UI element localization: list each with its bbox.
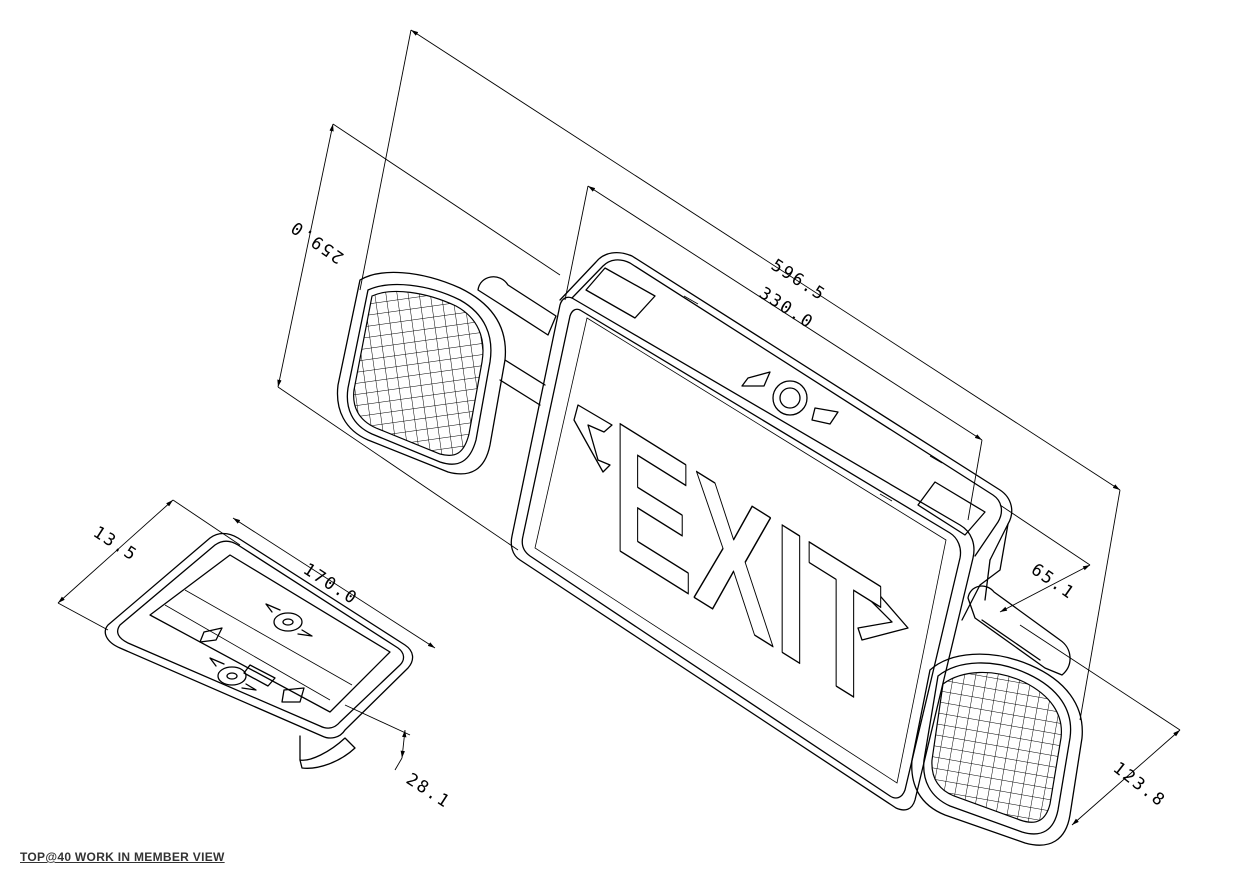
view-caption: TOP@40 WORK IN MEMBER VIEW [20,850,225,864]
left-lamp-head [336,271,557,475]
dim-mount-height: 28.1 [402,769,454,812]
exit-lettering: EXIT [611,378,883,755]
exit-text: EXIT [612,379,882,754]
dimension-lines [57,29,1181,826]
right-lamp-head [911,585,1083,846]
mounting-plate [104,532,414,769]
wing-nut-top [265,603,313,637]
dim-mount-width: 13.5 [89,522,141,565]
exit-sign-body [510,251,1013,811]
dim-height: 259.0 [286,216,348,267]
dim-depth-right: 65.1 [1027,560,1079,604]
right-chevron-arrow [857,581,909,641]
left-chevron-arrow [573,404,613,473]
wing-nut-bottom [209,657,257,691]
